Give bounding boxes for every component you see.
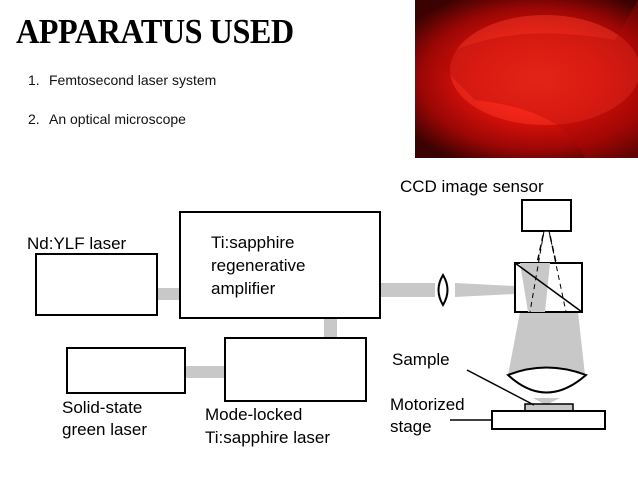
beam-amplifier-to-oscillator	[324, 318, 337, 338]
ccd-sensor-label: CCD image sensor	[400, 177, 544, 196]
slide-title: APPARATUS USED	[16, 12, 294, 51]
laser-focus-cone	[508, 312, 585, 375]
focus-spot	[533, 398, 560, 405]
list-item: 2. An optical microscope	[28, 111, 216, 150]
cone-edge-right	[548, 230, 567, 313]
focusing-lens	[437, 273, 449, 307]
list-item-number: 1.	[28, 72, 40, 88]
beam-amplifier-to-lens	[380, 283, 435, 297]
mode-locked-label-line2: Ti:sapphire laser	[205, 428, 330, 447]
green-laser-box	[66, 347, 186, 394]
beam-ndylf-to-amplifier	[157, 288, 181, 300]
beam-green-to-oscillator	[185, 366, 225, 378]
beam-lens-to-splitter	[455, 283, 515, 297]
mode-locked-laser-box	[224, 337, 367, 402]
sample-pointer-line	[466, 369, 535, 406]
motorized-stage	[491, 410, 606, 430]
amplifier-label-line3: amplifier	[211, 279, 276, 298]
green-laser-label-line2: green laser	[62, 420, 147, 439]
beam-splitter-fill	[520, 263, 550, 312]
list-item-number: 2.	[28, 111, 40, 127]
sample-label: Sample	[392, 350, 450, 369]
amplifier-label-line2: regenerative	[211, 256, 306, 275]
ccd-sensor-box	[521, 199, 572, 232]
red-laser-glow-image	[415, 0, 638, 158]
apparatus-diagram: CCD image sensor Nd:YLF laser Ti:sapphir…	[27, 177, 606, 447]
motorized-stage-label-line2: stage	[390, 417, 432, 436]
sample-slide	[524, 403, 574, 412]
cone-edge-left	[529, 230, 545, 313]
beam-splitter-diagonal	[514, 262, 583, 313]
list-item: 1. Femtosecond laser system	[28, 72, 216, 111]
mode-locked-label-line1: Mode-locked	[205, 405, 302, 424]
list-item-label: Femtosecond laser system	[49, 72, 217, 88]
ndylf-laser-label: Nd:YLF laser	[27, 234, 127, 253]
motorized-stage-label-line1: Motorized	[390, 395, 465, 414]
laser-glow-shape	[435, 0, 638, 158]
green-laser-label-line1: Solid-state	[62, 398, 142, 417]
ndylf-laser-box	[35, 253, 158, 316]
apparatus-list: 1. Femtosecond laser system 2. An optical …	[28, 72, 216, 150]
objective-lens	[506, 366, 588, 394]
amplifier-label-line1: Ti:sapphire	[211, 233, 294, 252]
regenerative-amplifier-box	[179, 211, 381, 319]
list-item-label: An optical microscope	[49, 111, 186, 127]
